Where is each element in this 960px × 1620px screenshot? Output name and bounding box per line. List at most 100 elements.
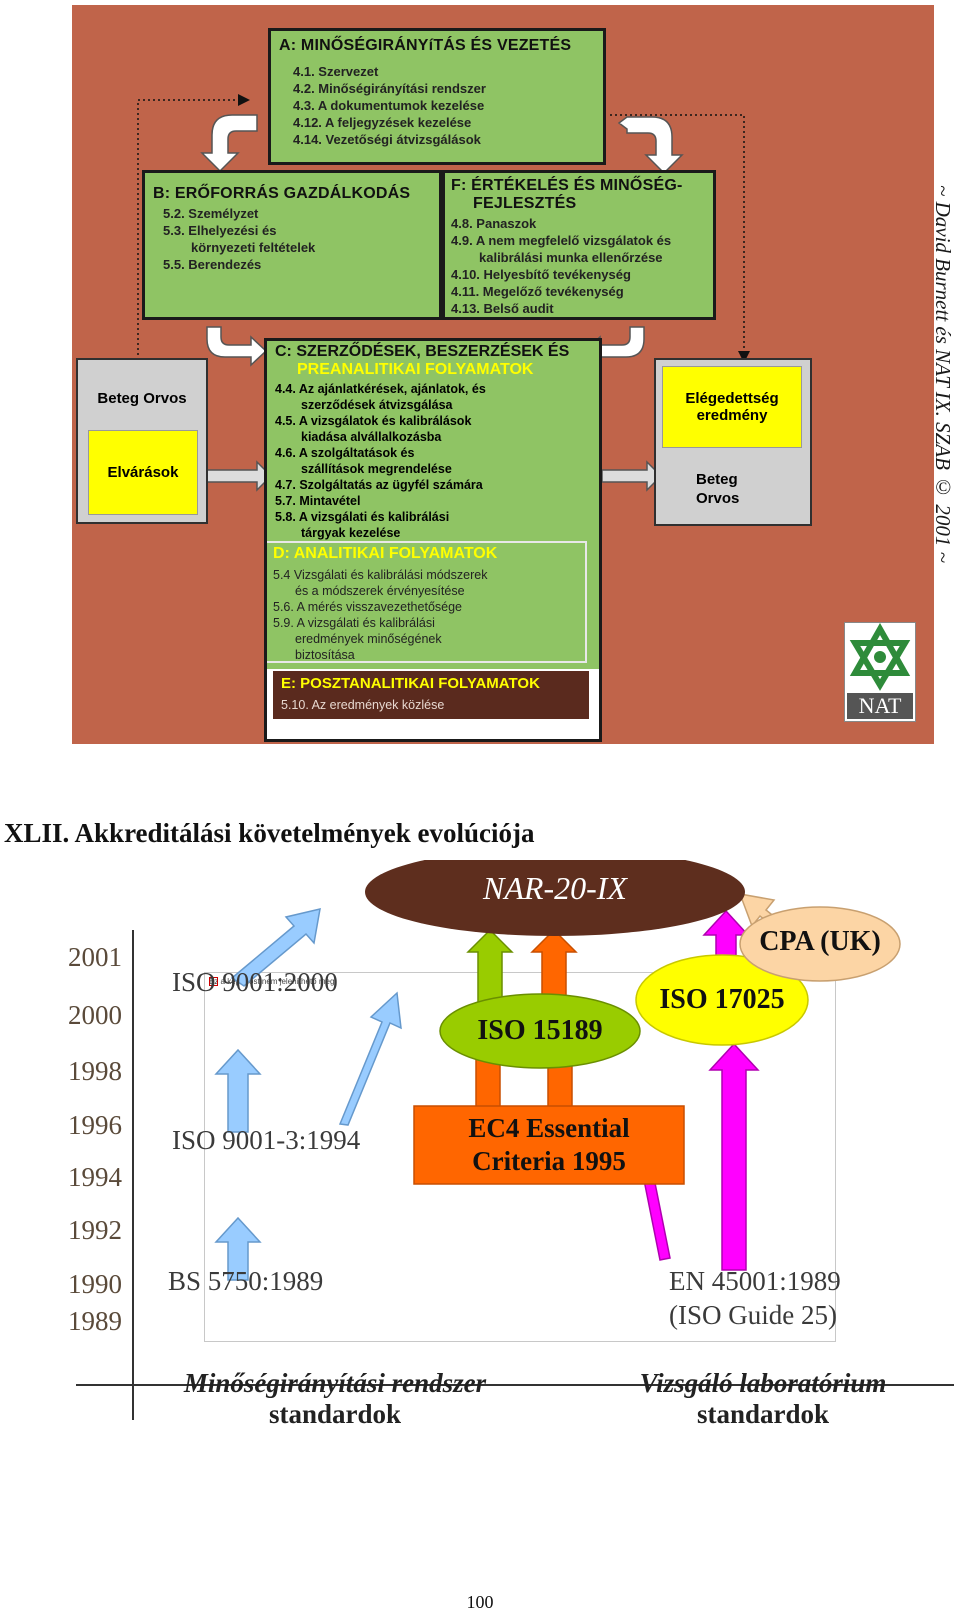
box-c-subtitle: PREANALITIKAI FOLYAMATOK <box>297 361 534 378</box>
lab-standard: EN 45001:1989 <box>669 1266 841 1296</box>
magenta-arrow-icon <box>708 1042 760 1271</box>
box-e-title: E: POSZTANALITIKAI FOLYAMATOK <box>281 675 540 692</box>
list-item: eredmények minőségének <box>295 632 442 646</box>
curved-arrow-icon <box>206 326 268 367</box>
patient-label: Beteg <box>696 471 738 488</box>
left-panel-patient-doctor: Beteg Orvos Elvárások <box>76 358 208 524</box>
broken-image-icon <box>209 977 218 986</box>
quality-structure-diagram: A: MINŐSÉGIRÁNYíTÁS ÉS VEZETÉS 4.1. Szer… <box>72 5 955 744</box>
box-d-analytical: D: ANALITIKAI FOLYAMATOK 5.4 Vizsgálati … <box>267 541 587 663</box>
author-credit: ~ David Burnett és NAT IX. SZAB © 2001 ~ <box>931 185 955 564</box>
list-item: szerződések átvizsgálása <box>301 398 453 412</box>
list-item: 4.10. Helyesbítő tevékenység <box>451 267 631 282</box>
expectations-box: Elvárások <box>88 430 198 515</box>
right-arrow-icon <box>601 460 663 492</box>
right-panel-patient-doctor: Elégedettség eredmény Beteg Orvos <box>654 358 812 526</box>
iso17025-label: ISO 17025 <box>659 984 785 1015</box>
nat-logo-text: NAT <box>847 693 913 719</box>
blue-arrow-icon <box>230 908 321 987</box>
caption-line: Vizsgáló laboratórium <box>639 1368 887 1398</box>
satisfaction-box: Elégedettség eredmény <box>662 366 802 448</box>
iso15189-ellipse <box>439 993 641 1069</box>
list-item: 5.10. Az eredmények közlése <box>281 698 445 712</box>
list-item: környezeti feltételek <box>191 240 316 255</box>
box-a-management: A: MINŐSÉGIRÁNYíTÁS ÉS VEZETÉS 4.1. Szer… <box>268 28 606 165</box>
list-item: 5.6. A mérés visszavezethetősége <box>273 600 462 614</box>
box-f-evaluation: F: ÉRTÉKELÉS ÉS MINŐSÉG- FEJLESZTÉS 4.8.… <box>442 170 716 320</box>
list-item: 4.5. A vizsgálatok és kalibrálások <box>275 414 472 428</box>
list-item: 4.3. A dokumentumok kezelése <box>293 98 485 113</box>
cpa-label: CPA (UK) <box>759 926 881 957</box>
qms-standard: ISO 9001:2000 <box>172 967 338 997</box>
list-item: 4.2. Minőségirányítási rendszer <box>293 81 486 96</box>
caption-lab: Vizsgáló laboratórium standardok <box>588 1368 938 1430</box>
accreditation-evolution-diagram: Ez a kép most nem jeleníthető meg. 2001 … <box>0 860 960 1480</box>
ec4-line: EC4 Essential <box>468 1113 630 1143</box>
list-item: tárgyak kezelése <box>301 526 401 540</box>
satisfaction-label: Elégedettség <box>685 390 779 407</box>
curved-arrow-icon <box>617 116 684 175</box>
list-item: 4.9. A nem megfelelő vizsgálatok és <box>451 233 672 248</box>
lab-standard: (ISO Guide 25) <box>669 1300 837 1330</box>
nat-emblem-icon <box>849 622 911 691</box>
list-item: 4.13. Belső audit <box>451 301 554 316</box>
nar-ellipse <box>365 860 745 936</box>
box-c-contracts: C: SZERZŐDÉSEK, BESZERZÉSEK ÉS PREANALIT… <box>271 341 607 543</box>
caption-line: standardok <box>268 1399 402 1429</box>
box-b-resources: B: ERŐFORRÁS GAZDÁLKODÁS 5.2. Személyzet… <box>142 170 442 320</box>
iso17025-ellipse <box>635 954 809 1046</box>
cpa-ellipse <box>739 906 901 982</box>
ec4-line: Criteria 1995 <box>472 1146 626 1176</box>
right-arrow-icon <box>201 460 273 492</box>
list-item: 5.9. A vizsgálati és kalibrálási <box>273 616 435 630</box>
qms-standard: ISO 9001-3:1994 <box>172 1125 361 1155</box>
list-item: 5.8. A vizsgálati és kalibrálási <box>275 510 450 524</box>
caption-qms: Minőségirányítási rendszer standardok <box>140 1368 530 1430</box>
doctor-label: Orvos <box>696 490 740 507</box>
list-item: kiadása alvállalkozásba <box>301 430 442 444</box>
list-item: és a módszerek érvényesítése <box>295 584 465 598</box>
list-item: 5.7. Mintavétel <box>275 494 361 508</box>
list-item: 4.8. Panaszok <box>451 216 537 231</box>
box-a-title: A: MINŐSÉGIRÁNYíTÁS ÉS VEZETÉS <box>279 37 572 54</box>
list-item: szállítások megrendelése <box>301 462 452 476</box>
box-d-title: D: ANALITIKAI FOLYAMATOK <box>273 545 498 562</box>
year-label: 1998 <box>68 1056 122 1086</box>
left-panel-label: Beteg Orvos <box>97 390 187 407</box>
diagram-connectors <box>137 94 750 492</box>
section-heading: XLII. Akkreditálási követelmények evolúc… <box>4 818 535 848</box>
year-label: 2000 <box>68 1000 122 1030</box>
year-label: 1989 <box>68 1306 122 1336</box>
box-f-title: F: ÉRTÉKELÉS ÉS MINŐSÉG- <box>451 177 683 194</box>
box-e-wrapper: E: POSZTANALITIKAI FOLYAMATOK 5.10. Az e… <box>267 669 599 739</box>
list-item: 5.3. Elhelyezési és <box>163 223 277 238</box>
curved-arrow-icon <box>200 114 258 173</box>
list-item: 5.2. Személyzet <box>163 206 259 221</box>
year-label: 1992 <box>68 1215 122 1245</box>
blue-arrow-icon <box>214 1216 262 1281</box>
list-item: 5.5. Berendezés <box>163 257 262 272</box>
list-item: 4.6. A szolgáltatások és <box>275 446 415 460</box>
nat-logo: NAT <box>844 622 916 722</box>
list-item: 4.12. A feljegyzések kezelése <box>293 115 472 130</box>
box-b-title: B: ERŐFORRÁS GAZDÁLKODÁS <box>153 185 411 202</box>
right-panel-label: Beteg Orvos <box>696 470 739 508</box>
list-item: biztosítása <box>295 648 355 662</box>
page-number: 100 <box>466 1592 494 1612</box>
box-c-title: C: SZERZŐDÉSEK, BESZERZÉSEK ÉS <box>275 343 570 360</box>
nar-label: NAR-20-IX <box>483 870 627 906</box>
ec4-label: EC4 Essential Criteria 1995 <box>414 1112 684 1178</box>
result-label: eredmény <box>696 407 768 424</box>
list-item: 4.1. Szervezet <box>293 64 379 79</box>
caption-line: Minőségirányítási rendszer <box>183 1368 487 1398</box>
list-item: 4.11. Megelőző tevékenység <box>451 284 624 299</box>
year-label: 2001 <box>68 942 122 972</box>
ec4-box <box>413 1105 685 1185</box>
dotted-arrow-left-up <box>137 94 250 355</box>
list-item: 5.4 Vizsgálati és kalibrálási módszerek <box>273 568 488 582</box>
diagram-graphics <box>76 860 954 1420</box>
box-e-postanalytical: E: POSZTANALITIKAI FOLYAMATOK 5.10. Az e… <box>273 671 589 719</box>
list-item: 4.4. Az ajánlatkérések, ajánlatok, és <box>275 382 486 396</box>
iso15189-label: ISO 15189 <box>477 1015 603 1046</box>
list-item: 4.7. Szolgáltatás az ügyfél számára <box>275 478 483 492</box>
